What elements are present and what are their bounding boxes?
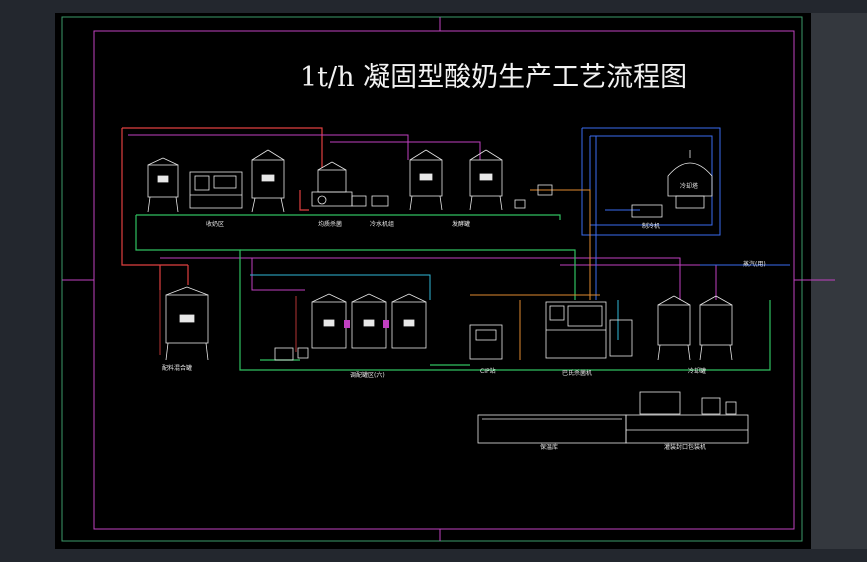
pipes-orange [470, 189, 600, 360]
drawing-sheet [55, 13, 811, 549]
label-chiller-unit: 制冷机 [642, 222, 660, 230]
label-chiller: 冷水机组 [370, 220, 394, 228]
label-reception: 收奶区 [206, 220, 224, 228]
small-pump-top [514, 184, 553, 209]
right-side-band [811, 13, 867, 549]
outer-frame [61, 16, 803, 542]
tank-receive-1 [147, 157, 179, 213]
label-ferment-tanks: 发酵罐 [452, 220, 470, 228]
tank-receive-2 [251, 149, 285, 213]
label-mix-tank: 配料混合罐 [162, 364, 192, 372]
pump-group-top [351, 195, 389, 207]
pipes-magenta [128, 134, 717, 300]
batch-tank-row [295, 293, 427, 352]
pump-group-mid [274, 347, 309, 361]
label-cooling-tower: 冷却塔 [680, 182, 698, 190]
filter-unit [189, 171, 243, 209]
sterilizer-unit [545, 301, 633, 359]
cip-station [469, 324, 503, 360]
pipes-green [135, 214, 771, 371]
drawing-title: 1t/h 凝固型酸奶生产工艺流程图 [300, 62, 687, 93]
cooling-tank-1 [657, 295, 691, 361]
cooling-tank-2 [699, 295, 733, 361]
label-filling: 灌装封口包装机 [664, 443, 706, 451]
ferment-tank-1 [409, 149, 443, 211]
label-sterilizer: 巴氏杀菌机 [562, 369, 592, 377]
ferment-tank-2 [469, 149, 503, 211]
label-steam: 蒸汽(用) [743, 260, 766, 268]
filling-machine [625, 391, 749, 444]
label-incubation: 保温库 [540, 443, 558, 451]
chiller-box [631, 204, 663, 218]
centering-marks [62, 17, 835, 541]
label-batch-tanks: 调配罐区(六) [350, 371, 385, 379]
label-cip: CIP站 [480, 367, 496, 375]
cooling-tower [667, 150, 713, 209]
pipes-red [121, 127, 323, 290]
label-cooling: 冷却罐 [688, 367, 706, 375]
label-homogenize: 均质杀菌 [318, 220, 342, 228]
mix-tank-large [159, 286, 209, 361]
